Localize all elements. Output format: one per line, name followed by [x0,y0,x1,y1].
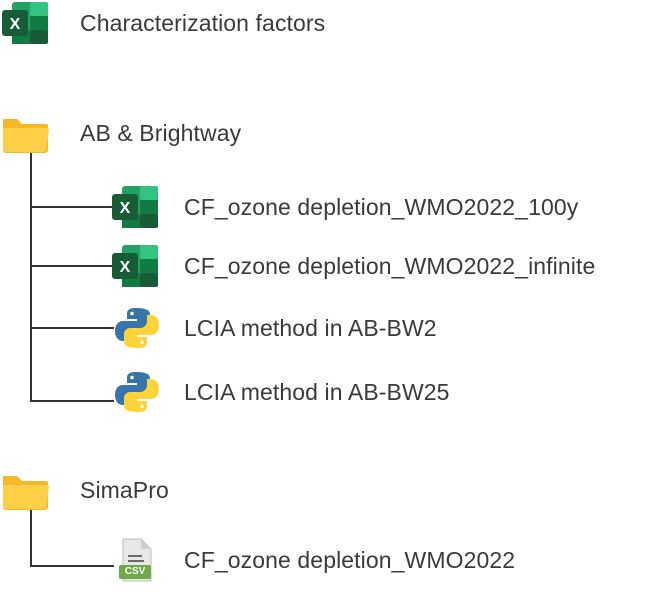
python-icon [112,369,162,415]
folder-item-simapro[interactable]: SimaPro [0,467,169,513]
tree-connector-vertical [30,151,32,402]
folder-item-ab-brightway[interactable]: AB & Brightway [0,110,241,156]
csv-badge-text: CSV [124,566,146,577]
file-label: CF_ozone depletion_WMO2022_100y [184,193,579,220]
file-item[interactable]: CF_ozone depletion_WMO2022_infinite [110,243,595,289]
file-label: CF_ozone depletion_WMO2022_infinite [184,252,596,279]
excel-icon [110,184,160,230]
tree-connector-branch [30,400,114,402]
tree-connector-branch [30,327,114,329]
folder-label: AB & Brightway [80,119,242,146]
file-item[interactable]: CF_ozone depletion_WMO2022_100y [110,184,578,230]
file-label: LCIA method in AB-BW2 [184,314,437,341]
csv-file-icon: CSV [110,537,160,583]
excel-icon [110,243,160,289]
file-item[interactable]: CSV CF_ozone depletion_WMO2022 [110,534,515,586]
folder-icon [0,110,50,156]
tree-connector-vertical [30,507,32,567]
tree-connector-branch [30,206,114,208]
root-file-label: Characterization factors [80,9,326,36]
folder-label: SimaPro [80,476,169,503]
file-item[interactable]: LCIA method in AB-BW2 [112,305,437,351]
excel-icon [0,0,50,46]
tree-connector-branch [30,565,114,567]
python-icon [112,305,162,351]
root-file-item[interactable]: Characterization factors [0,0,325,46]
file-label: CF_ozone depletion_WMO2022 [184,546,516,573]
file-item[interactable]: LCIA method in AB-BW25 [112,369,450,415]
folder-icon [0,467,50,513]
file-label: LCIA method in AB-BW25 [184,378,450,405]
tree-connector-branch [30,265,114,267]
